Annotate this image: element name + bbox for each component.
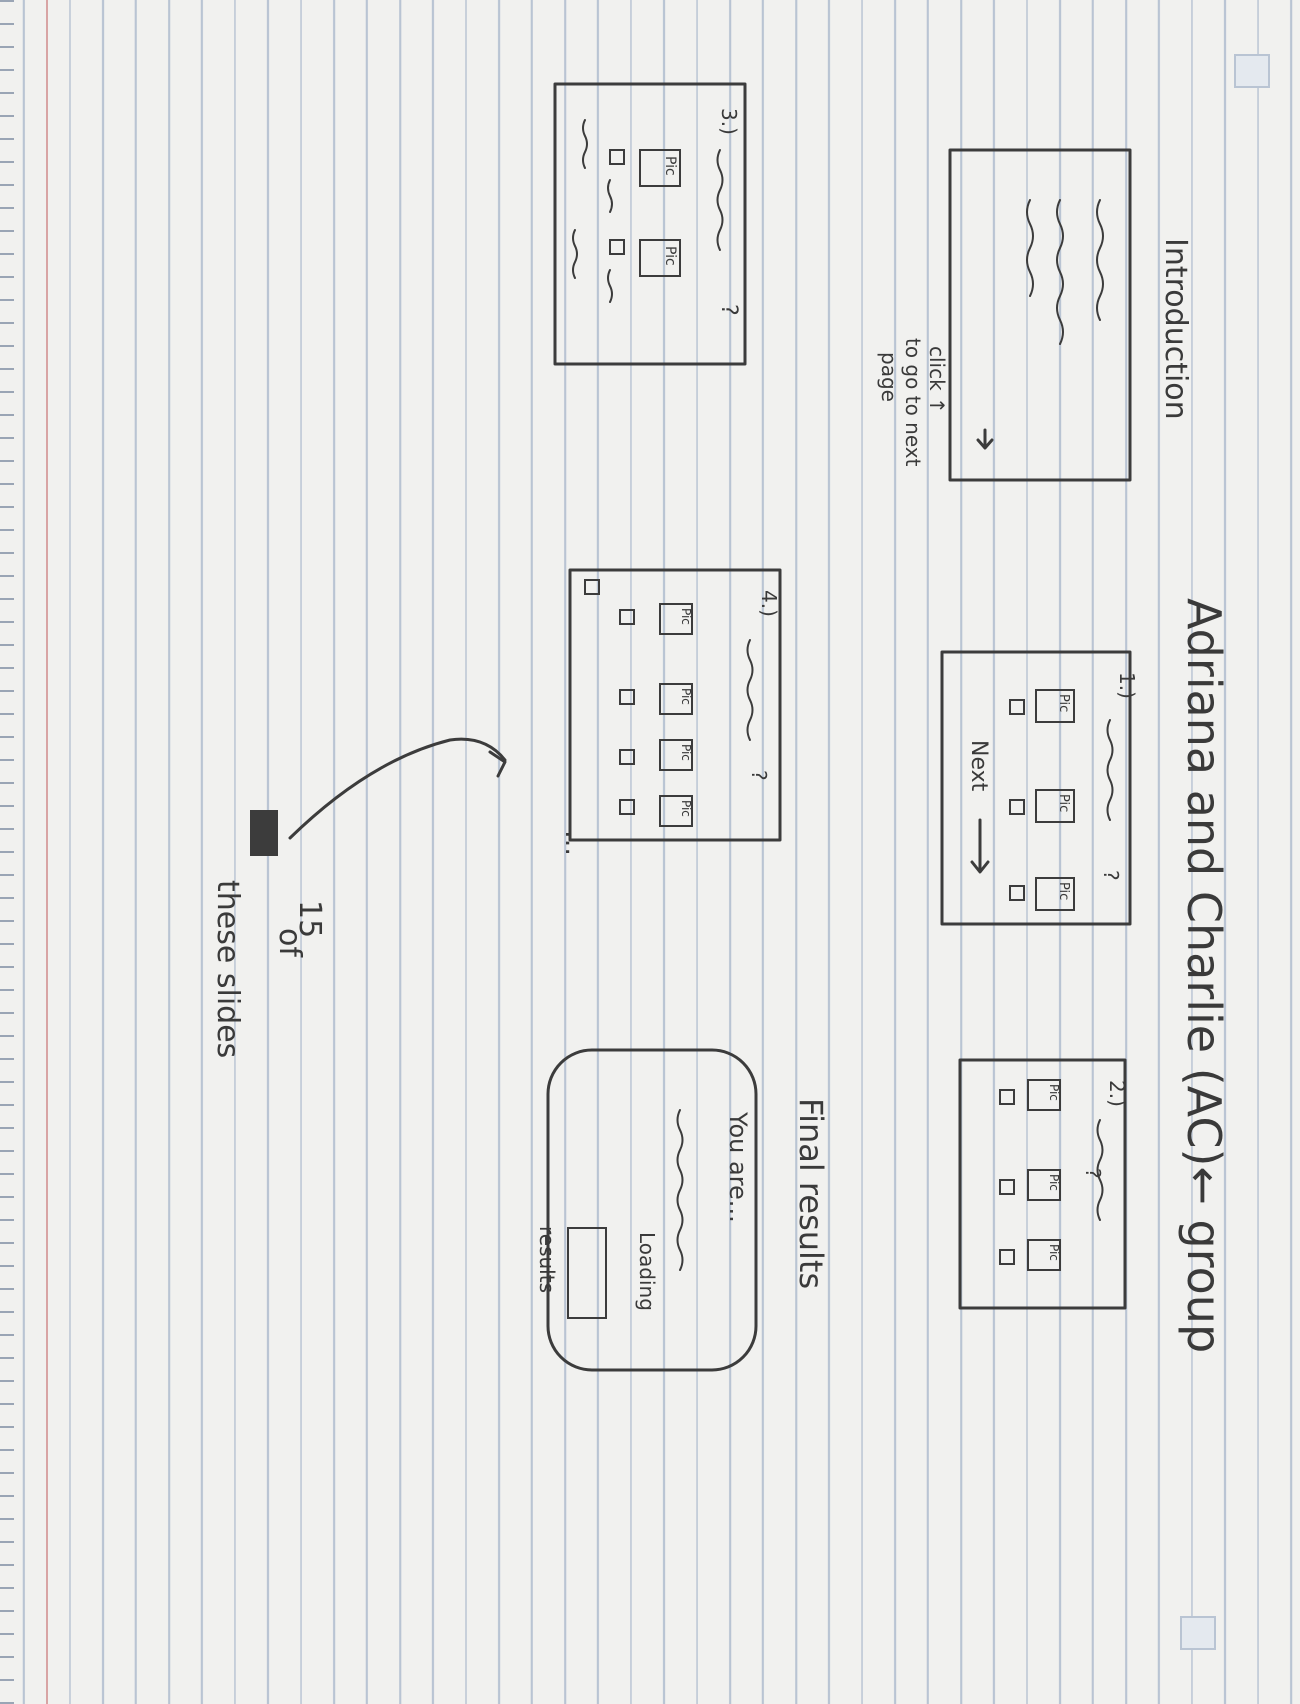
pic-box-icon: [1027, 1239, 1061, 1271]
pic-box-icon: [659, 739, 693, 771]
pic-box-icon: [659, 683, 693, 715]
pic-box-icon: [639, 149, 681, 187]
spiral-binding: [0, 0, 14, 1704]
final-results-label: Final results: [792, 1098, 830, 1289]
intro-label: Introduction: [1158, 238, 1193, 420]
svg-text:Pic: Pic: [662, 156, 678, 176]
svg-text:Pic: Pic: [1056, 882, 1071, 900]
loading-bar: [567, 1227, 607, 1319]
margin-line: [46, 0, 48, 1704]
pic-box-icon: [659, 603, 693, 635]
slide-3: 3.) ? Pic Pic: [553, 82, 747, 366]
svg-text:3.): 3.): [717, 108, 741, 135]
pic-box-icon: [1027, 1079, 1061, 1111]
svg-text:to go to next: to go to next: [901, 338, 925, 467]
intro-slide: [948, 148, 1132, 482]
slides-note: these slides: [210, 880, 245, 1058]
svg-text:Pic: Pic: [1056, 794, 1071, 812]
next-label: Next: [966, 740, 991, 792]
svg-text:Pic: Pic: [662, 246, 678, 266]
intro-click-note: click ↑ to go to next page: [877, 338, 949, 467]
svg-text:?: ?: [747, 770, 771, 781]
svg-text:4.): 4.): [757, 590, 781, 617]
svg-text:Pic: Pic: [1056, 694, 1071, 712]
svg-text:?: ?: [1081, 1168, 1105, 1179]
svg-text:2.): 2.): [1105, 1080, 1129, 1107]
pic-box-icon: [1027, 1169, 1061, 1201]
svg-text:Pic: Pic: [1047, 1084, 1061, 1101]
scribble-mark: [250, 810, 278, 856]
arrow-down-icon: [976, 428, 994, 450]
slides-of-label: of: [272, 928, 307, 958]
svg-text:Pic: Pic: [1047, 1174, 1061, 1191]
pic-box-icon: [659, 795, 693, 827]
slide-2: 2.) ? Pic Pic Pic: [958, 1058, 1129, 1310]
slide-4: 4.) ? Pic Pic Pic Pic …: [559, 568, 782, 856]
pic-box-icon: [1035, 877, 1075, 911]
svg-text:results: results: [535, 1226, 559, 1293]
slide-1: 1.) ? Pic Pic Pic Next: [940, 650, 1139, 926]
svg-text:Pic: Pic: [1047, 1244, 1061, 1261]
svg-text:?: ?: [1099, 870, 1123, 881]
final-results-slide: You are... Loading results: [535, 1048, 758, 1372]
svg-text:Loading: Loading: [635, 1232, 659, 1311]
corner-box-icon: [1234, 54, 1270, 88]
corner-box-icon: [1180, 1616, 1216, 1650]
svg-text:…: …: [559, 830, 589, 856]
curved-arrow: [288, 737, 507, 840]
svg-text:Pic: Pic: [679, 608, 693, 625]
pic-box-icon: [1035, 789, 1075, 823]
slides-count: 15: [292, 900, 327, 938]
arrow-head-icon: [488, 750, 507, 778]
svg-text:?: ?: [716, 304, 741, 316]
pic-box-icon: [639, 239, 681, 277]
svg-text:page: page: [877, 352, 901, 402]
svg-text:Pic: Pic: [679, 744, 693, 761]
arrow-down-icon: [970, 818, 990, 874]
svg-text:Pic: Pic: [679, 688, 693, 705]
svg-text:click ↑: click ↑: [925, 346, 949, 414]
svg-text:Pic: Pic: [679, 800, 693, 817]
svg-text:You are...: You are...: [724, 1111, 752, 1223]
pic-box-icon: [1035, 689, 1075, 723]
svg-text:1.): 1.): [1115, 672, 1139, 699]
sketch-title: Adriana and Charlie (AC)← group: [1177, 598, 1231, 1353]
